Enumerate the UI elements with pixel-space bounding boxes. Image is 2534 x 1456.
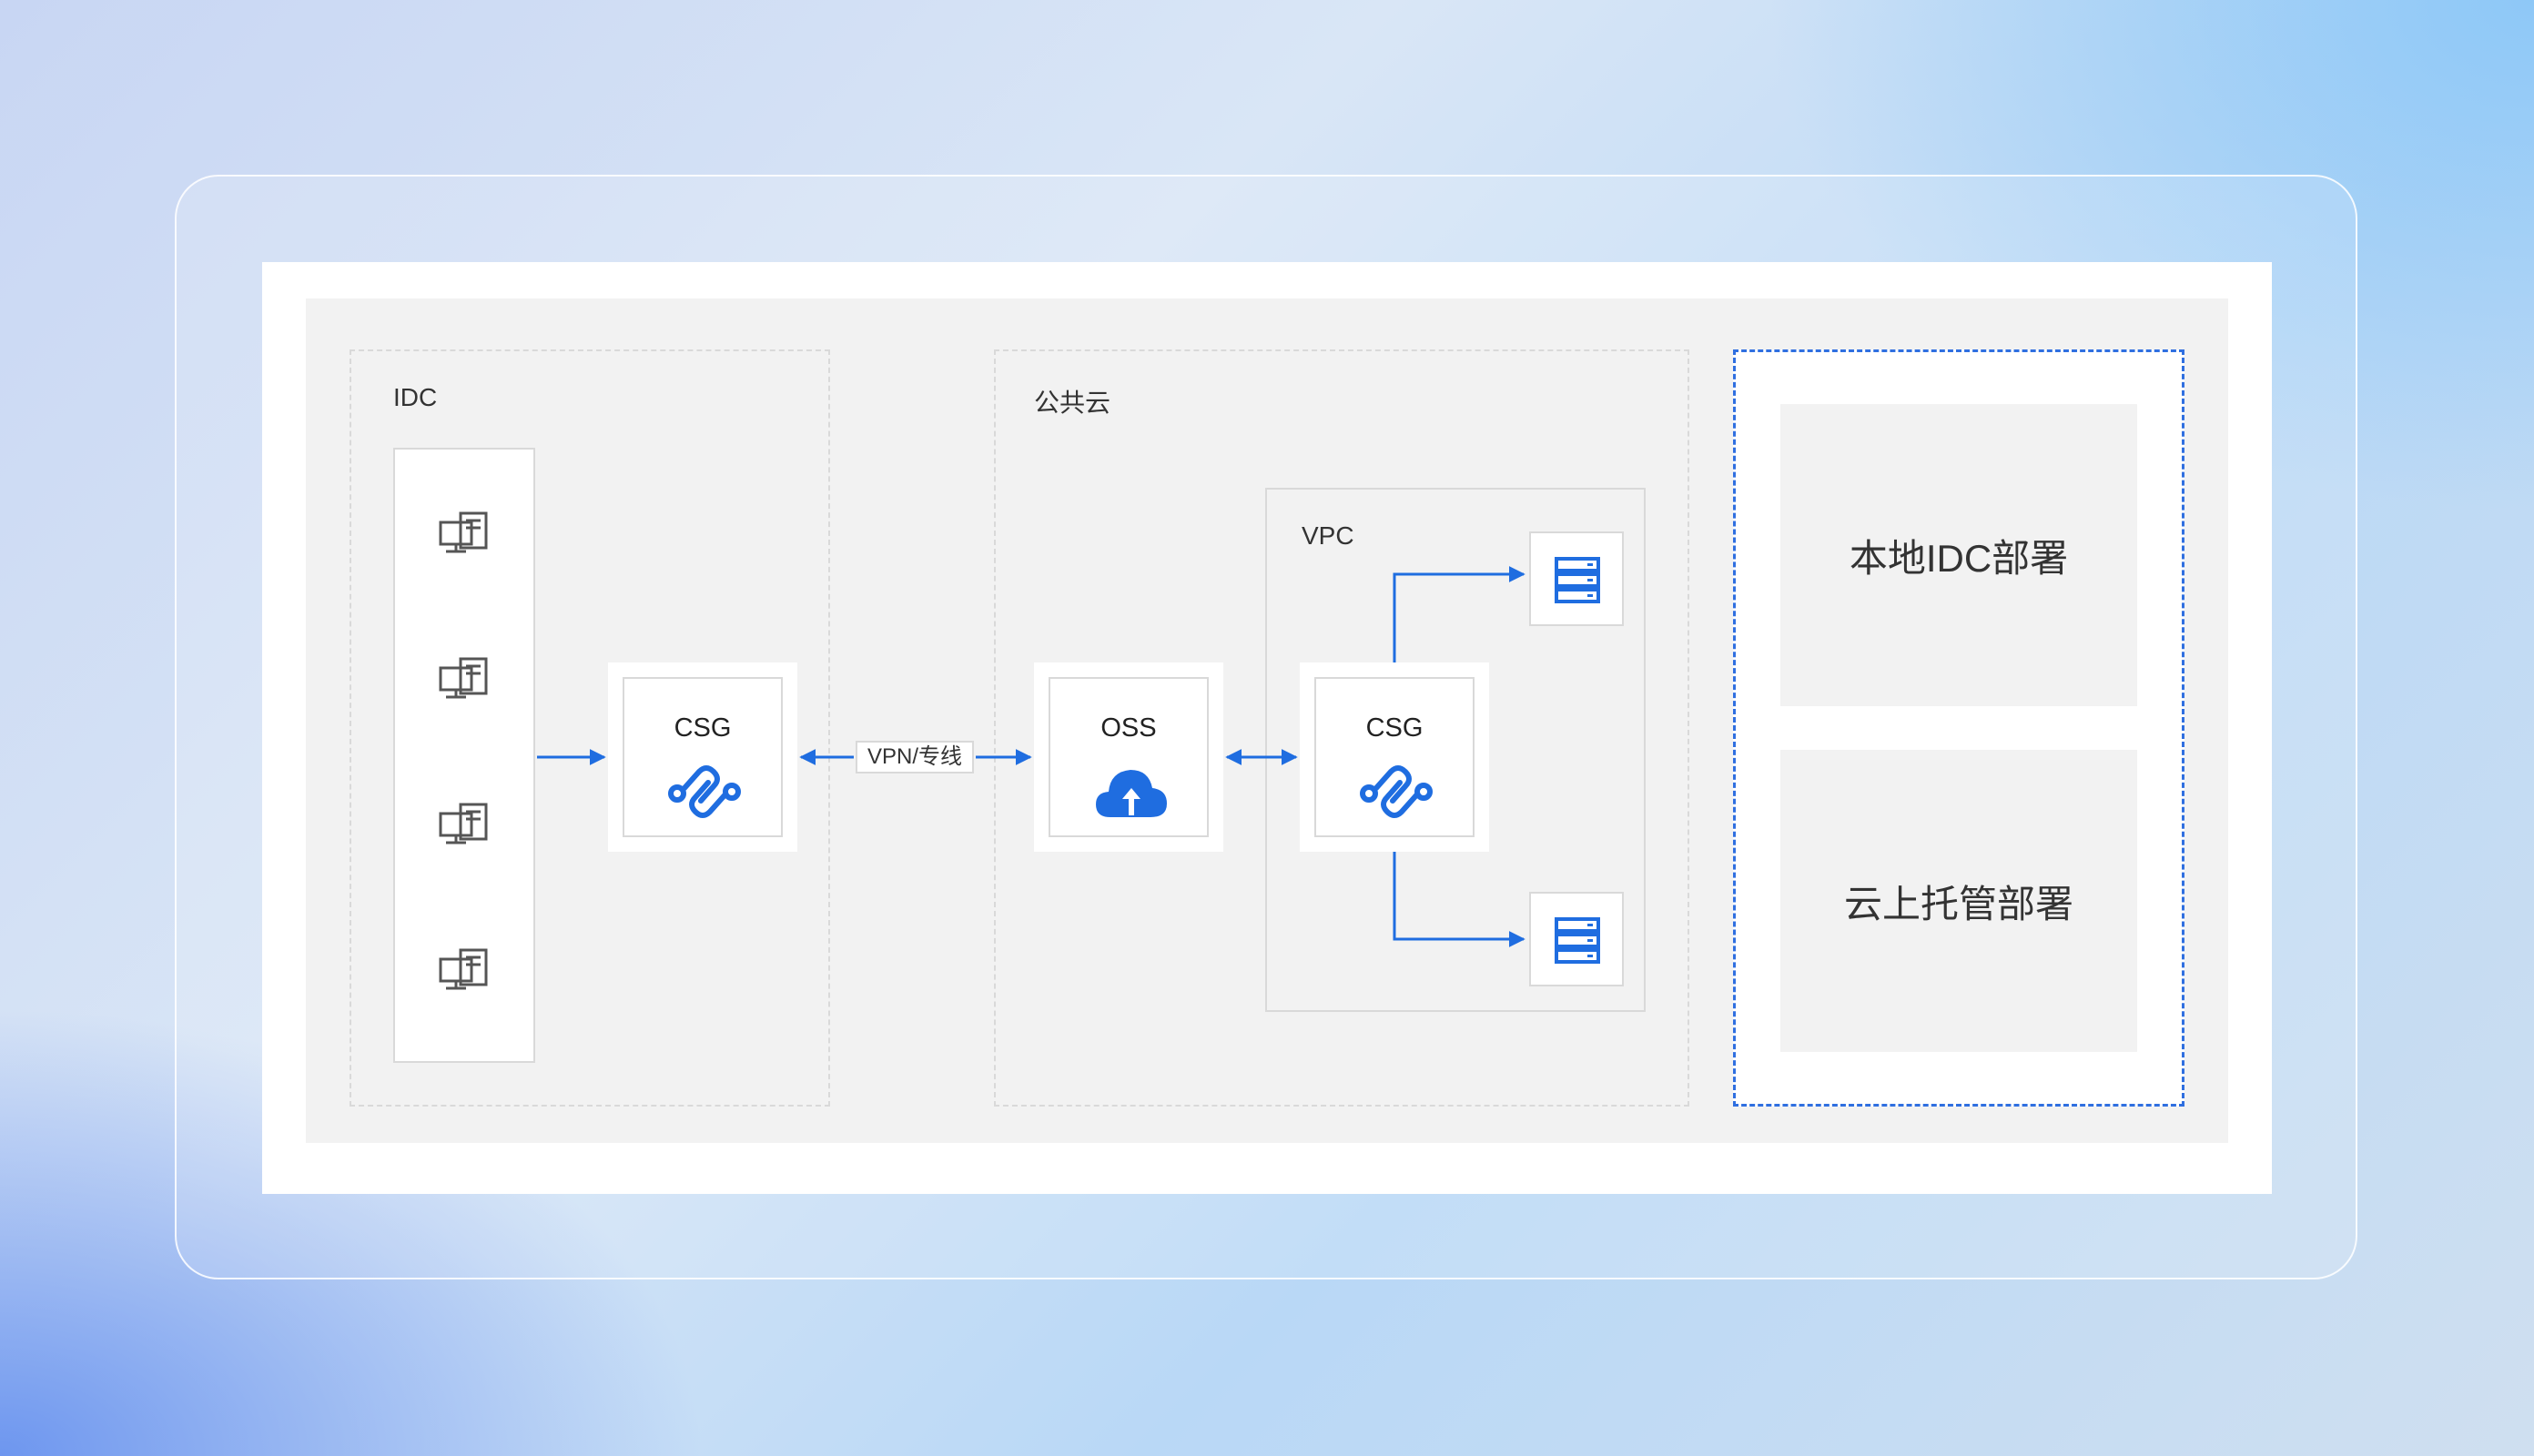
computer-icon [439,948,488,990]
link-icon [668,765,741,818]
computer-icon [439,803,488,844]
vpc-server-bottom[interactable] [1529,892,1624,986]
vpn-connection-label: VPN/专线 [856,741,974,774]
server-icon [1555,557,1600,603]
idc-csg-title: CSG [674,713,732,743]
vpc-csg-node[interactable]: CSG [1300,662,1489,852]
idc-csg-node[interactable]: CSG [608,662,797,852]
server-icon [1555,917,1600,964]
idc-csg-card: CSG [623,677,783,837]
vpc-label: VPC [1302,521,1354,550]
vpc-server-top[interactable] [1529,531,1624,626]
oss-card: OSS [1049,677,1209,837]
public-cloud-label: 公共云 [1034,389,1111,417]
computer-icon [439,657,488,699]
vpc-csg-card: CSG [1314,677,1475,837]
vpc-csg-title: CSG [1365,713,1424,743]
local-idc-deployment-option[interactable]: 本地IDC部署 [1780,404,2137,706]
cloud-hosted-deployment-option[interactable]: 云上托管部署 [1780,750,2137,1052]
cloud-upload-icon [1096,770,1167,817]
idc-region-label: IDC [393,383,438,411]
link-icon [1360,765,1433,818]
oss-node[interactable]: OSS [1034,662,1223,852]
computer-icon [439,511,488,553]
public-cloud-region [994,349,1689,1107]
idc-region [350,349,830,1107]
oss-title: OSS [1100,713,1157,743]
